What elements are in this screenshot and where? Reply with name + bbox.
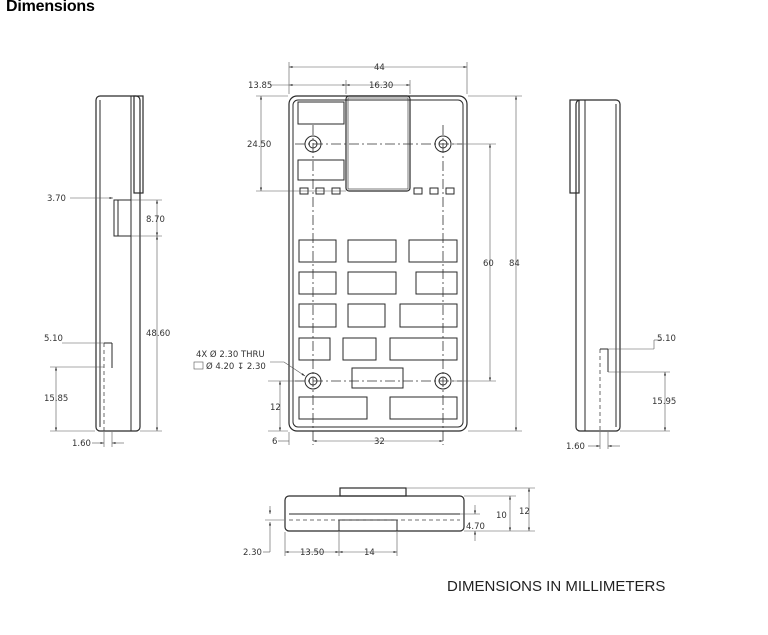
bottom-dimensions: 13.50 14 2.30 4.70 10 12 xyxy=(243,487,535,558)
left-side-view xyxy=(95,95,144,432)
front-dimensions: 44 13.85 16.30 24.50 60 84 32 6 12 4X Ø … xyxy=(193,62,522,447)
dim-14: 14 xyxy=(364,548,375,558)
hole-callout-line1: 4X Ø 2.30 THRU xyxy=(196,349,265,360)
dim-15-85: 15.85 xyxy=(44,394,68,404)
keypad-grid xyxy=(298,239,458,420)
dim-60: 60 xyxy=(483,259,494,269)
dim-5-10-left: 5.10 xyxy=(44,334,63,344)
dim-15-95: 15.95 xyxy=(652,397,676,407)
dim-1-60-left: 1.60 xyxy=(72,439,91,449)
dim-8-70: 8.70 xyxy=(146,215,165,225)
dim-10: 10 xyxy=(496,511,507,521)
dim-6: 6 xyxy=(272,437,277,447)
hole-callout-line2: Ø 4.20 ↧ 2.30 xyxy=(206,361,266,372)
units-note: DIMENSIONS IN MILLIMETERS xyxy=(447,578,666,595)
dim-3-70: 3.70 xyxy=(47,194,66,204)
left-side-dimensions: 3.70 8.70 48.60 5.10 15.85 1.60 xyxy=(44,194,170,449)
dim-48-60: 48.60 xyxy=(146,329,170,339)
dim-12: 12 xyxy=(270,403,281,413)
bottom-view xyxy=(284,487,465,532)
dim-84: 84 xyxy=(509,259,520,269)
dim-5-10-right: 5.10 xyxy=(657,334,676,344)
dim-13-85: 13.85 xyxy=(248,81,272,91)
dim-13-50: 13.50 xyxy=(300,548,324,558)
dim-44: 44 xyxy=(374,63,385,73)
dim-1-60-right: 1.60 xyxy=(566,442,585,452)
dim-32: 32 xyxy=(374,437,385,447)
front-view xyxy=(288,95,468,445)
dim-16-30: 16.30 xyxy=(369,81,393,91)
dim-12-bottom: 12 xyxy=(519,507,530,517)
dim-2-30: 2.30 xyxy=(243,548,262,558)
right-side-view xyxy=(569,99,621,432)
page-title: Dimensions xyxy=(6,0,95,15)
right-side-dimensions: 5.10 15.95 1.60 xyxy=(566,334,676,452)
dim-4-70: 4.70 xyxy=(466,522,485,532)
dim-24-50: 24.50 xyxy=(247,140,271,150)
